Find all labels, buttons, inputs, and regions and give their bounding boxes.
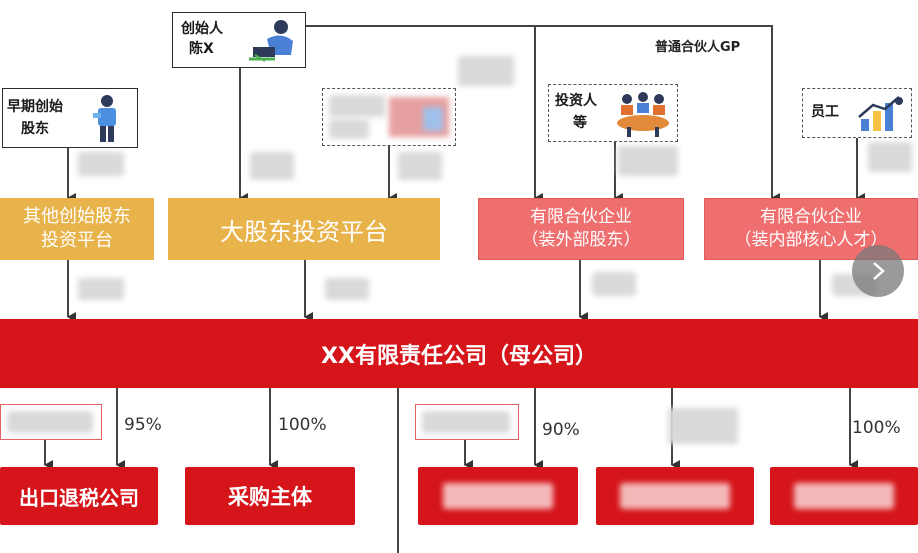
early-line1: 早期创始 — [7, 99, 63, 115]
founder-line2: 陈X — [189, 41, 214, 57]
blurred-label — [868, 142, 912, 172]
founder-box: 创始人 陈X — [172, 12, 306, 68]
lp-external-box: 有限合伙企业 （装外部股东） — [478, 198, 684, 260]
investor-box: 投资人 等 — [548, 84, 678, 142]
person-laptop-icon — [249, 20, 293, 62]
employee-label: 员工 — [811, 104, 839, 120]
other-founders-platform: 其他创始股东 投资平台 — [0, 198, 154, 260]
major-shareholder-platform: 大股东投资平台 — [168, 198, 440, 260]
subsidiary-5 — [770, 467, 918, 525]
chart-growth-icon — [858, 96, 903, 131]
purchasing-entity: 采购主体 — [185, 467, 355, 525]
employee-box: 员工 — [802, 88, 912, 138]
next-slide-button[interactable] — [852, 245, 904, 297]
gp-label: 普通合伙人GP — [655, 40, 741, 55]
blurred-label — [458, 56, 514, 86]
blurred-label — [250, 152, 294, 180]
sub3-percent: 90% — [542, 420, 580, 440]
other-founders-line2: 投资平台 — [41, 230, 113, 251]
export-company-label: 出口退税公司 — [19, 485, 139, 510]
lp-external-line1: 有限合伙企业 — [530, 207, 632, 227]
sub5-percent: 100% — [852, 418, 901, 438]
parent-company-label: XX有限责任公司（母公司） — [321, 343, 597, 369]
meeting-icon — [617, 92, 669, 137]
early-shareholder-box: 早期创始 股东 — [2, 88, 138, 148]
parent-company-bar: XX有限责任公司（母公司） — [0, 319, 918, 388]
founder-line1: 创始人 — [181, 21, 223, 37]
blurred-text — [329, 95, 385, 117]
lp-internal-line1: 有限合伙企业 — [760, 207, 862, 227]
blurred-outline-box — [415, 404, 519, 440]
investor-line1: 投资人 — [555, 93, 597, 109]
lp-external-line2: （装外部股东） — [521, 230, 641, 250]
purchasing-label: 采购主体 — [228, 485, 312, 509]
blurred-label — [78, 278, 124, 300]
purchasing-percent: 100% — [278, 415, 327, 435]
blurred-label — [618, 146, 678, 176]
chevron-right-icon — [873, 262, 885, 280]
blurred-text — [329, 119, 369, 139]
blurred-outline-box — [0, 404, 102, 440]
major-platform-label: 大股东投资平台 — [220, 217, 388, 246]
blurred-label — [592, 272, 636, 296]
lp-internal-line2: （装内部核心人才） — [734, 230, 888, 250]
blurred-label — [668, 408, 738, 444]
blurred-shareholder-box — [322, 88, 456, 146]
blurred-label — [398, 152, 442, 180]
subsidiary-4 — [596, 467, 754, 525]
subsidiary-3 — [418, 467, 578, 525]
person-standing-icon — [93, 95, 116, 142]
early-line2: 股东 — [21, 121, 49, 137]
other-founders-line1: 其他创始股东 — [23, 206, 131, 227]
investor-line2: 等 — [573, 115, 587, 131]
blurred-label — [325, 278, 369, 300]
export-tax-refund-company: 出口退税公司 — [0, 467, 158, 525]
blurred-label — [78, 152, 124, 176]
export-percent: 95% — [124, 415, 162, 435]
